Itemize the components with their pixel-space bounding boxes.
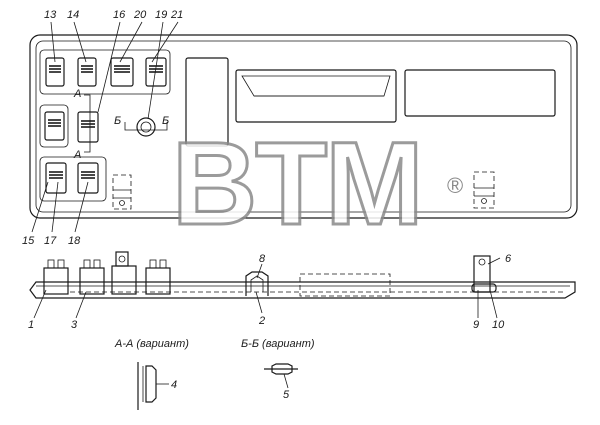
watermark-registered: ® [447,173,463,198]
switch-group-top-frame [39,49,171,95]
indicator-window-narrow [185,57,229,147]
callout-2: 2 [258,315,265,327]
panel-inner-frame [35,40,572,213]
rear-component-dashed [299,273,391,297]
rocker-switch [44,111,65,141]
section-mark-a-bottom: А [73,149,81,161]
rocker-switch [77,57,97,87]
callout-6: 6 [505,253,512,265]
section-detail-bb [264,363,298,389]
mounting-bracket-left [112,174,132,210]
callout-20: 20 [133,9,147,21]
switch-body-side [43,259,69,295]
knob-inner [140,121,152,133]
display-area [185,57,556,147]
watermark-text: BTM [172,118,422,250]
section-titles: А-А (вариант) Б-Б (вариант) [114,338,315,350]
switch-cluster [39,49,171,202]
watermark: BTM ® [171,117,464,252]
indicator-window-main [235,69,397,123]
callout-4: 4 [171,379,177,391]
section-mark-b-right: Б [162,115,169,127]
section-line-b [124,122,168,131]
section-title-aa: А-А (вариант) [114,338,189,350]
callout-10: 10 [492,319,505,331]
callout-16: 16 [113,9,126,21]
switch-body-side [79,259,105,295]
leader-lines-bottom [31,181,89,233]
callout-19: 19 [155,9,167,21]
panel-side-view [29,251,576,319]
callout-18: 18 [68,235,81,247]
section-title-bb: Б-Б (вариант) [241,338,315,350]
callout-14: 14 [67,9,79,21]
panel-outer-frame [29,34,578,219]
callout-9: 9 [473,319,479,331]
section-marks: А А Б Б [73,88,169,161]
rocker-switch [77,162,99,194]
callout-13: 13 [44,9,57,21]
knob-outer [136,117,156,137]
switch-body-side [145,259,171,295]
switch-group-bottom-frame [39,156,107,202]
rocker-switch [145,57,167,87]
rocker-switch [45,57,65,87]
leader-lines-top [50,21,179,120]
rocker-switch [110,57,134,87]
switch-group-left-frame [39,104,69,148]
bracket-side-right [471,255,497,293]
panel-front-view [29,34,578,219]
callout-21: 21 [170,9,183,21]
rocker-switch [77,111,99,143]
callout-5: 5 [283,389,290,401]
callout-17: 17 [44,235,57,247]
mounting-bracket-right [473,171,495,209]
callout-8: 8 [259,253,266,265]
switch-body-side [111,251,137,295]
clip-side [245,271,269,296]
callout-1: 1 [28,319,34,331]
indicator-window-bevel [241,75,391,97]
rocker-switch [45,162,67,194]
section-detail-aa [137,362,169,410]
section-line-a [84,94,91,153]
section-mark-b-left: Б [114,115,121,127]
callout-labels: 13 14 16 20 19 21 15 17 18 1 3 2 8 6 9 1… [22,9,512,401]
callout-3: 3 [71,319,78,331]
callout-15: 15 [22,235,35,247]
indicator-window-right [404,69,556,117]
section-mark-a-top: А [73,88,81,100]
